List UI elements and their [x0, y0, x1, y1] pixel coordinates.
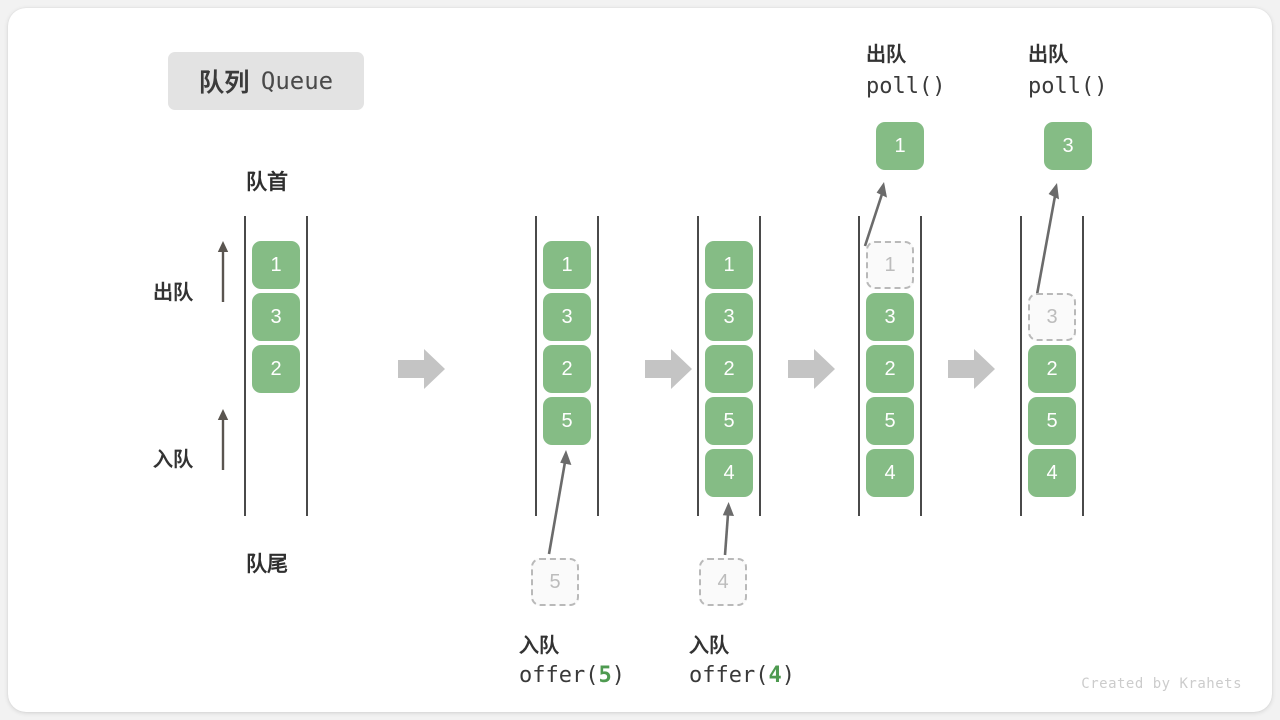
stage-1-input-chip: 5 [531, 558, 579, 606]
queue-cell: 2 [543, 345, 591, 393]
stage-1-op-code-post: ) [611, 663, 625, 688]
stage-1-op-code: offer(5) [519, 663, 625, 688]
stage-0-cells: 1 3 2 [252, 241, 300, 497]
queue-cell: 2 [866, 345, 914, 393]
stage-4-rail-right [1082, 216, 1084, 516]
stage-4-output-chip: 3 [1044, 122, 1092, 170]
stage-4-op-code-pre: poll( [1028, 74, 1095, 99]
stage-2-op-arg: 4 [768, 663, 782, 688]
queue-cell: 2 [705, 345, 753, 393]
queue-cell: 5 [1028, 397, 1076, 445]
stage-2-op-code-pre: offer( [689, 663, 769, 688]
stage-2-rail-right [759, 216, 761, 516]
queue-cell: 3 [543, 293, 591, 341]
stage-4-rail-left [1020, 216, 1022, 516]
stage-2-op-code: offer(4) [689, 663, 795, 688]
stage-0-rail-left [244, 216, 246, 516]
stage-2-input-chip: 4 [699, 558, 747, 606]
stage-4-op-code-post: ) [1094, 74, 1108, 99]
stage-1-op-label: 入队 [519, 635, 559, 657]
queue-cell-ghost: 3 [1028, 293, 1076, 341]
queue-cell: 4 [866, 449, 914, 497]
stage-3-op-code-pre: poll( [866, 74, 933, 99]
stage-1-insert-arrow-icon [543, 448, 583, 556]
stage-3-op-code-post: ) [932, 74, 946, 99]
stage-2-op-code-post: ) [781, 663, 795, 688]
stage-3-output-chip: 1 [876, 122, 924, 170]
queue-cell: 4 [705, 449, 753, 497]
stage-1-rail-left [535, 216, 537, 516]
stage-2-op-label: 入队 [689, 635, 729, 657]
queue-cell: 5 [543, 397, 591, 445]
queue-cell: 5 [705, 397, 753, 445]
stage-1-rail-right [597, 216, 599, 516]
title-en: Queue [260, 67, 334, 95]
stage-2-cells: 1 3 2 5 4 [705, 241, 753, 497]
queue-cell: 3 [866, 293, 914, 341]
queue-cell-ghost: 1 [866, 241, 914, 289]
diagram-card: 队列 Queue 队首 队尾 出队 入队 1 3 2 [8, 8, 1272, 712]
dequeue-legend-label: 出队 [153, 282, 193, 304]
stage-1-cells: 1 3 2 5 [543, 241, 591, 497]
dequeue-up-arrow-icon [216, 240, 230, 302]
stage-4-op-code: poll() [1028, 74, 1107, 99]
queue-cell-empty [252, 397, 300, 445]
queue-cell-empty [1028, 241, 1076, 289]
queue-rear-label: 队尾 [246, 553, 288, 576]
stage-2-rail-left [697, 216, 699, 516]
stage-3-op-code: poll() [866, 74, 945, 99]
stage-4-pop-arrow-icon [1026, 180, 1074, 302]
stage-1-op-code-pre: offer( [519, 663, 599, 688]
queue-cell: 1 [543, 241, 591, 289]
flow-arrow-icon [645, 348, 692, 390]
watermark-credit: Created by Krahets [1081, 676, 1242, 692]
stage-4-cells: 3 2 5 4 [1028, 241, 1076, 497]
stage-4-op-label: 出队 [1028, 44, 1068, 66]
flow-arrow-icon [788, 348, 835, 390]
queue-cell: 1 [705, 241, 753, 289]
stage-3-rail-left [858, 216, 860, 516]
queue-cell: 3 [252, 293, 300, 341]
enqueue-up-arrow-icon [216, 408, 230, 470]
queue-cell: 2 [1028, 345, 1076, 393]
title-cn: 队列 [198, 69, 250, 97]
queue-cell: 3 [705, 293, 753, 341]
queue-cell-empty [252, 449, 300, 497]
flow-arrow-icon [948, 348, 995, 390]
queue-front-label: 队首 [246, 171, 288, 194]
stage-3-op-label: 出队 [866, 44, 906, 66]
enqueue-legend-label: 入队 [153, 449, 193, 471]
queue-cell: 4 [1028, 449, 1076, 497]
stage-3-cells: 1 3 2 5 4 [866, 241, 914, 497]
flow-arrow-icon [398, 348, 445, 390]
queue-cell: 5 [866, 397, 914, 445]
stage-3-pop-arrow-icon [857, 180, 897, 248]
stage-1-op-arg: 5 [598, 663, 612, 688]
stage-3-rail-right [920, 216, 922, 516]
queue-cell: 2 [252, 345, 300, 393]
diagram-title-badge: 队列 Queue [168, 52, 364, 110]
stage-2-insert-arrow-icon [713, 500, 745, 556]
stage-0-rail-right [306, 216, 308, 516]
queue-cell: 1 [252, 241, 300, 289]
